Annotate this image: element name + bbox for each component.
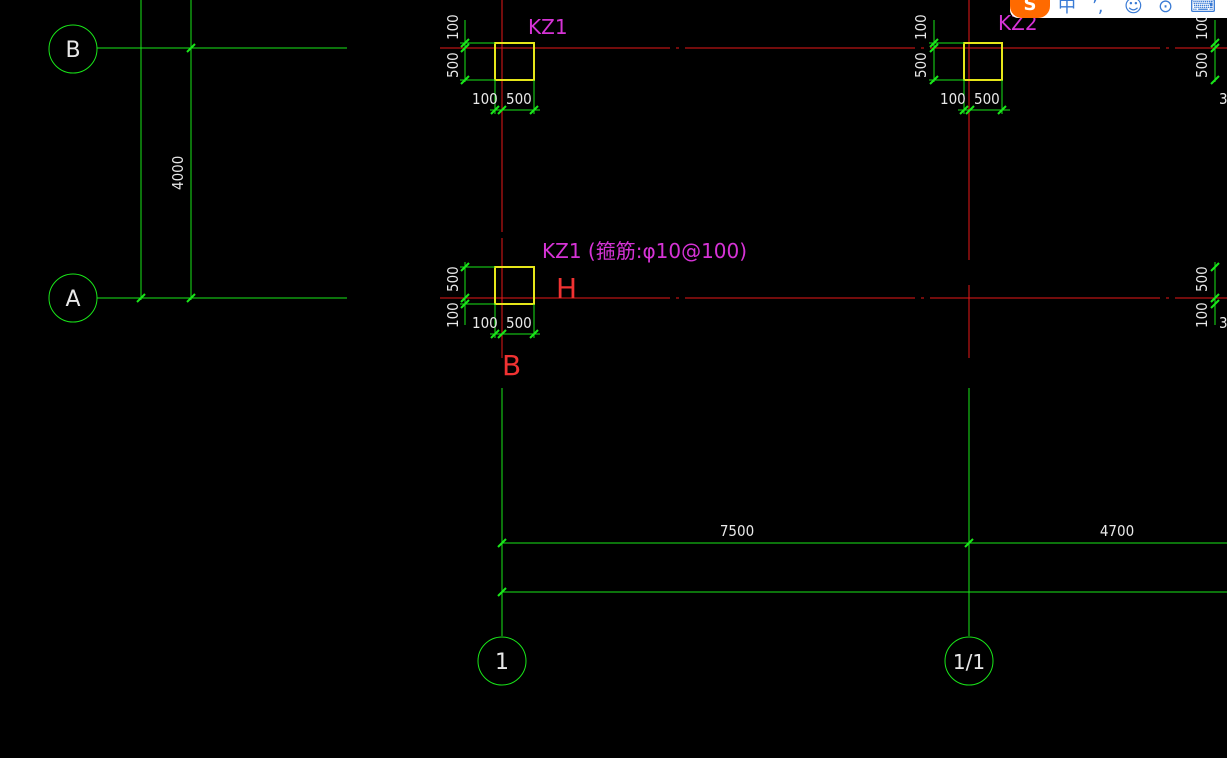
- dim-text-100: 100: [472, 90, 498, 108]
- axis-label-1-1: 1/1: [953, 650, 985, 674]
- dim-text-100: 100: [444, 14, 462, 40]
- dim-text-500: 500: [506, 314, 532, 332]
- dim-tick: [490, 105, 500, 115]
- dim-text-100: 100: [940, 90, 966, 108]
- axis-label-b: B: [65, 38, 80, 63]
- sogou-logo-icon[interactable]: S: [1010, 0, 1050, 18]
- dim-tick: [186, 43, 196, 53]
- column-label-kz1-top: KZ1: [528, 15, 568, 39]
- dim-tick: [929, 38, 939, 48]
- dim-text-row-spacing: 4000: [169, 156, 187, 190]
- axis-bubble-b[interactable]: [48, 24, 98, 74]
- dim-tick: [1210, 299, 1220, 309]
- dim-text-span-1: 7500: [720, 522, 754, 540]
- dim-tick: [1210, 293, 1220, 303]
- ime-punctuation-toggle[interactable]: ’,: [1092, 0, 1104, 17]
- axis-label-1: 1: [495, 650, 509, 675]
- dim-tick: [529, 329, 539, 339]
- dim-text-span-2: 4700: [1100, 522, 1134, 540]
- left-axis-region: 4000 B A: [48, 0, 347, 323]
- dim-text-100: 100: [912, 14, 930, 40]
- dim-tick: [136, 293, 146, 303]
- annotation-b: B: [502, 349, 521, 382]
- column-kz1-top[interactable]: KZ1 100 500 100 500: [444, 14, 568, 115]
- microphone-icon[interactable]: ⊙: [1158, 0, 1174, 17]
- dim-tick: [460, 262, 470, 272]
- dim-tick: [497, 587, 507, 597]
- right-edge-partial-dims: 100 500 3 500 100 3: [1193, 14, 1227, 332]
- annotation-h: H: [556, 272, 577, 305]
- column-outline[interactable]: [494, 42, 535, 81]
- dim-tick: [1210, 75, 1220, 85]
- dim-text-500: 500: [1193, 52, 1211, 78]
- dim-tick: [490, 329, 500, 339]
- dim-tick: [1210, 43, 1220, 53]
- dim-tick: [460, 38, 470, 48]
- dim-tick: [460, 43, 470, 53]
- dim-text-500: 500: [506, 90, 532, 108]
- dim-text-100: 100: [444, 302, 462, 328]
- axis-bubble-1[interactable]: [477, 636, 527, 686]
- dim-text-100: 100: [1193, 302, 1211, 328]
- dim-tick: [964, 538, 974, 548]
- bottom-dimension-region: 7500 4700 1 1/1: [477, 388, 1227, 686]
- dim-tick: [965, 105, 975, 115]
- dim-tick: [497, 329, 507, 339]
- column-label-kz1-bottom: KZ1 (箍筋:φ10@100): [542, 239, 747, 263]
- dim-tick: [460, 293, 470, 303]
- dim-tick: [929, 43, 939, 53]
- ime-toolbar[interactable]: S 中 ’, ☺ ⊙ ⌨: [1010, 0, 1227, 18]
- dim-tick: [929, 75, 939, 85]
- column-kz1-bottom[interactable]: KZ1 (箍筋:φ10@100) 500 100 100 500: [444, 239, 747, 339]
- dim-text-partial: 3: [1219, 314, 1227, 332]
- dim-tick: [1210, 38, 1220, 48]
- dim-text-partial: 3: [1219, 90, 1227, 108]
- column-outline[interactable]: [963, 42, 1003, 81]
- keyboard-icon[interactable]: ⌨: [1190, 0, 1216, 17]
- column-outline[interactable]: [494, 266, 535, 305]
- dim-text-500: 500: [974, 90, 1000, 108]
- axis-label-a: A: [65, 287, 80, 312]
- dim-tick: [1210, 262, 1220, 272]
- dim-tick: [497, 538, 507, 548]
- axis-bubble-a[interactable]: [48, 273, 98, 323]
- dim-text-500: 500: [1193, 266, 1211, 292]
- dim-tick: [460, 299, 470, 309]
- dim-text-100: 100: [472, 314, 498, 332]
- emoji-icon[interactable]: ☺: [1124, 0, 1143, 17]
- dim-tick: [529, 105, 539, 115]
- dim-tick: [959, 105, 969, 115]
- dim-tick: [460, 75, 470, 85]
- dim-text-100: 100: [1193, 14, 1211, 40]
- dim-text-500: 500: [912, 52, 930, 78]
- dim-text-500: 500: [444, 52, 462, 78]
- dim-tick: [497, 105, 507, 115]
- ime-language-toggle[interactable]: 中: [1058, 0, 1076, 17]
- axis-bubble-1-1[interactable]: [944, 636, 994, 686]
- dim-text-500: 500: [444, 266, 462, 292]
- column-kz2-top[interactable]: KZ2 100 500 100 500: [912, 11, 1038, 115]
- dim-tick: [186, 293, 196, 303]
- dim-tick: [997, 105, 1007, 115]
